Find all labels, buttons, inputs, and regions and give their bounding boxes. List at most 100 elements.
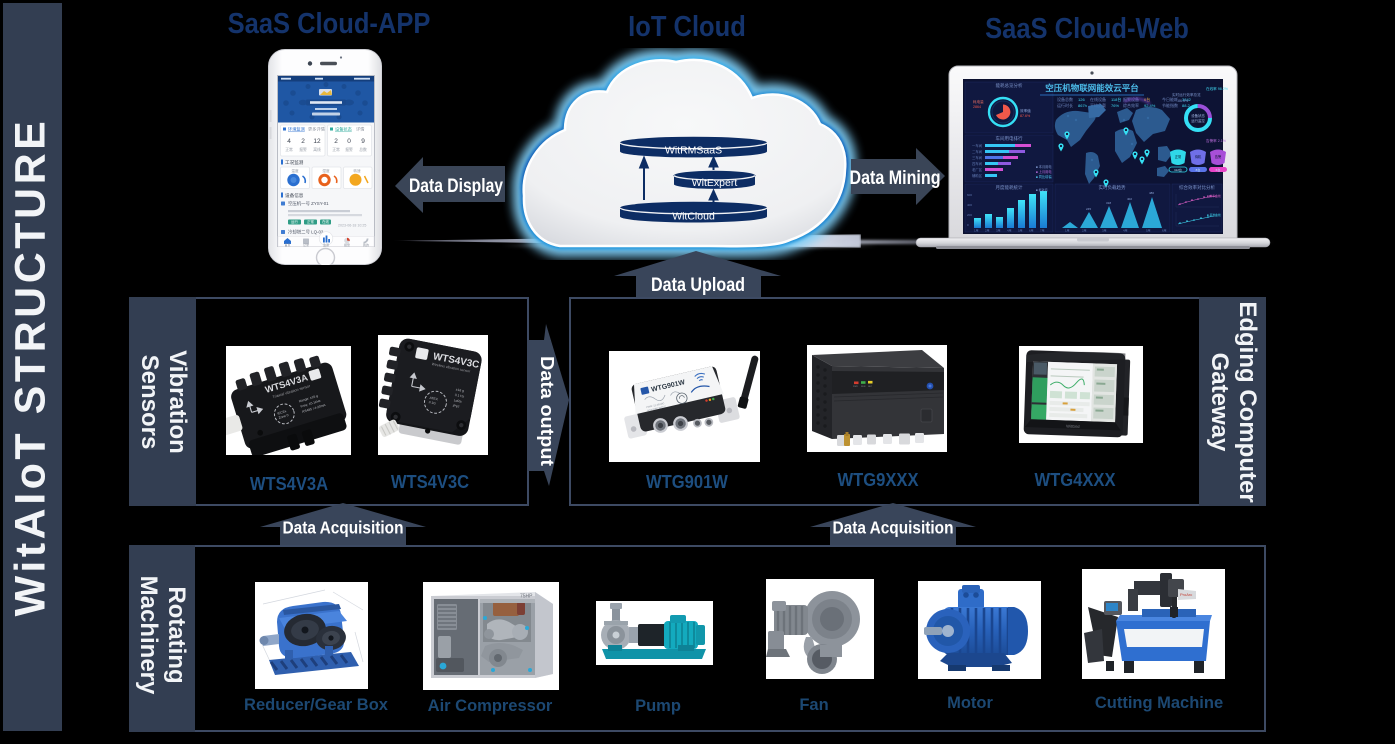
svg-text:首页: 首页 xyxy=(284,242,290,247)
svg-text:空压机物联网能效云平台: 空压机物联网能效云平台 xyxy=(1045,83,1139,93)
svg-text:6月: 6月 xyxy=(1162,229,1167,233)
svg-text:WitGrid: WitGrid xyxy=(1066,424,1080,429)
svg-text:环境监测: 环境监测 xyxy=(288,126,305,133)
svg-text:RS485 / 4-20mA: RS485 / 4-20mA xyxy=(302,403,327,414)
svg-text:耗电量: 耗电量 xyxy=(973,99,984,104)
svg-text:记录: 记录 xyxy=(303,242,309,247)
svg-text:5月: 5月 xyxy=(1018,229,1023,233)
svg-text:Data Acquisition: Data Acquisition xyxy=(833,518,954,538)
svg-text:IP67: IP67 xyxy=(452,404,460,409)
svg-text:在线: 在线 xyxy=(322,219,329,224)
svg-text:总数: 总数 xyxy=(359,147,367,152)
svg-text:0: 0 xyxy=(967,223,969,227)
svg-text:LoRa: LoRa xyxy=(453,398,462,403)
svg-text:4月: 4月 xyxy=(1123,229,1128,233)
svg-text:辅助区: 辅助区 xyxy=(972,173,983,178)
svg-text:正常: 正常 xyxy=(332,147,340,152)
svg-text:5月: 5月 xyxy=(1146,229,1151,233)
svg-text:■ 效率曲线: ■ 效率曲线 xyxy=(1207,194,1221,198)
svg-text:冷却塔二号 LQ-02: 冷却塔二号 LQ-02 xyxy=(288,229,324,236)
svg-text:湿度: 湿度 xyxy=(322,168,330,173)
svg-text:正常: 正常 xyxy=(307,219,314,224)
svg-text:WitExpert: WitExpert xyxy=(692,177,738,189)
svg-text:■ 基准曲线: ■ 基准曲线 xyxy=(1207,213,1221,217)
svg-text:综合效率对比分析: 综合效率对比分析 xyxy=(1179,184,1215,191)
svg-text:设备状态: 设备状态 xyxy=(335,126,352,133)
svg-text:正常: 正常 xyxy=(1175,154,1181,159)
svg-text:4CH IEPE INPUT: 4CH IEPE INPUT xyxy=(647,405,667,412)
svg-text:Data Acquisition: Data Acquisition xyxy=(283,518,404,538)
svg-text:4月: 4月 xyxy=(1007,229,1012,233)
svg-text:空压机一号 ZYSY-01: 空压机一号 ZYSY-01 xyxy=(288,200,329,207)
svg-text:Wireless vibration sensor: Wireless vibration sensor xyxy=(431,362,471,374)
svg-text:75HP: 75HP xyxy=(520,594,533,600)
svg-text:1月: 1月 xyxy=(1065,229,1070,233)
svg-text:转速: 转速 xyxy=(353,168,361,173)
svg-text:87.6%: 87.6% xyxy=(1020,114,1031,118)
svg-text:我的: 我的 xyxy=(363,242,369,247)
svg-text:3月: 3月 xyxy=(1102,229,1107,233)
svg-text:设备总数: 设备总数 xyxy=(1057,96,1073,102)
svg-text:Range: ±16 g: Range: ±16 g xyxy=(298,394,318,404)
svg-text:Data Display: Data Display xyxy=(409,175,503,197)
svg-text:WitCloud: WitCloud xyxy=(672,211,715,223)
svg-text:200: 200 xyxy=(967,213,972,217)
svg-text:效率值: 效率值 xyxy=(1020,108,1031,113)
svg-text:Data Mining: Data Mining xyxy=(850,167,941,189)
svg-text:2: 2 xyxy=(334,138,338,145)
svg-text:400: 400 xyxy=(967,203,972,207)
svg-text:车间用电排行: 车间用电排行 xyxy=(996,135,1023,142)
svg-text:老厂区: 老厂区 xyxy=(972,167,983,172)
svg-text:在线设备: 在线设备 xyxy=(1090,96,1106,102)
svg-text:318: 318 xyxy=(1106,201,1111,205)
svg-text:2: 2 xyxy=(301,138,305,145)
svg-text:WitRMSaaS: WitRMSaaS xyxy=(665,145,722,157)
svg-text:■ 本月用电: ■ 本月用电 xyxy=(1036,164,1052,169)
svg-text:监测: 监测 xyxy=(323,242,329,247)
svg-text:9: 9 xyxy=(361,138,365,145)
svg-text:实时运行效率总览: 实时运行效率总览 xyxy=(1172,92,1201,97)
svg-text:PWR: 12-36VDC: PWR: 12-36VDC xyxy=(646,402,665,409)
svg-text:2月: 2月 xyxy=(1082,229,1087,233)
svg-text:ProArc: ProArc xyxy=(1180,592,1192,597)
svg-text:在线率 98.2%: 在线率 98.2% xyxy=(1206,86,1229,91)
svg-text:告警率 2.1%: 告警率 2.1% xyxy=(1206,138,1227,143)
svg-text:88.2: 88.2 xyxy=(1182,103,1191,108)
svg-text:运行监控: 运行监控 xyxy=(1191,118,1205,123)
svg-text:能耗总览分析: 能耗总览分析 xyxy=(996,82,1023,89)
svg-text:综合效率: 综合效率 xyxy=(1123,102,1139,108)
svg-text:三车间: 三车间 xyxy=(972,155,983,160)
svg-text:402: 402 xyxy=(1127,197,1132,201)
svg-text:4: 4 xyxy=(287,138,291,145)
svg-text:12: 12 xyxy=(313,138,321,145)
svg-text:报警: 报警 xyxy=(299,147,307,152)
svg-text:■ 上月用电: ■ 上月用电 xyxy=(1036,169,1052,174)
svg-text:告警: 告警 xyxy=(1215,154,1222,159)
svg-text:2023-06-18 10:25: 2023-06-18 10:25 xyxy=(338,224,366,228)
svg-text:II 1G: II 1G xyxy=(428,400,436,405)
svg-text:8台: 8台 xyxy=(1196,167,1201,172)
svg-text:6台: 6台 xyxy=(1216,167,1221,172)
svg-text:设备状态: 设备状态 xyxy=(1191,113,1205,118)
svg-text:2月: 2月 xyxy=(985,229,990,233)
svg-text:112台: 112台 xyxy=(1174,167,1182,172)
svg-text:3842: 3842 xyxy=(1182,97,1192,102)
svg-text:■ 能耗值: ■ 能耗值 xyxy=(1036,187,1048,192)
svg-text:离线: 离线 xyxy=(313,147,321,152)
svg-text:3月: 3月 xyxy=(996,229,1001,233)
svg-text:正常: 正常 xyxy=(285,147,293,152)
svg-text:2864: 2864 xyxy=(973,105,981,109)
svg-text:Freq: 10-1kHz: Freq: 10-1kHz xyxy=(300,399,321,409)
svg-text:Data output: Data output xyxy=(537,356,558,466)
svg-text:工况监测: 工况监测 xyxy=(285,159,304,166)
svg-text:待机: 待机 xyxy=(1195,154,1202,159)
svg-text:温度: 温度 xyxy=(291,168,299,173)
svg-text:节能指数: 节能指数 xyxy=(1162,102,1178,108)
svg-text:实时负载趋势: 实时负载趋势 xyxy=(1099,184,1126,191)
svg-text:6台: 6台 xyxy=(1144,96,1150,102)
svg-text:设备信息: 设备信息 xyxy=(285,192,304,199)
svg-text:0.1 Hz: 0.1 Hz xyxy=(454,393,464,399)
svg-text:ATEX: ATEX xyxy=(429,396,439,402)
svg-text:详情: 详情 xyxy=(356,126,364,133)
svg-text:NET: NET xyxy=(868,386,873,388)
